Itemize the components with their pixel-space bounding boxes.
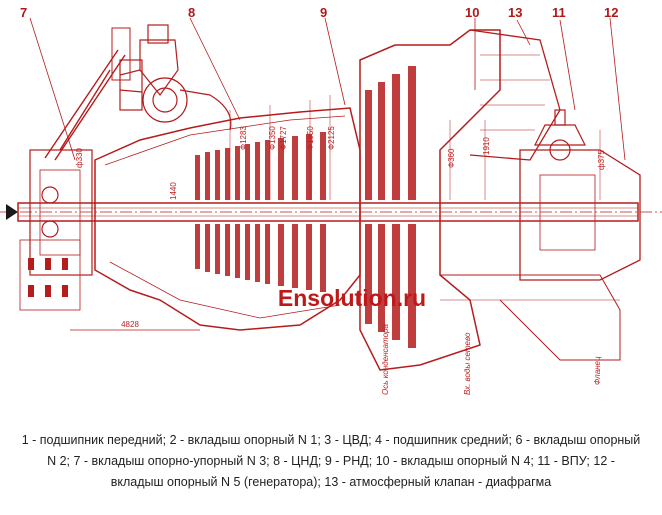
generator-bearing — [519, 149, 641, 281]
lp-cylinder-casing — [359, 29, 501, 371]
hp-valve-block — [119, 24, 232, 131]
label-condenser: Ось конденсатора — [381, 324, 390, 395]
front-arrow-icon — [6, 204, 18, 220]
hp-stages — [195, 132, 326, 292]
dimension-d330: ф330 — [75, 148, 84, 168]
hp-cylinder-casing — [94, 107, 361, 331]
foundation-frame — [440, 274, 621, 361]
dimension-d1910: 1910 — [482, 137, 491, 155]
callout-7: 7 — [20, 5, 27, 20]
callout-8: 8 — [188, 5, 195, 20]
dimension-d375: ф375 — [597, 150, 606, 170]
dimension-d1950: Ф1950 — [306, 126, 315, 150]
turbine-section-drawing: 7 8 9 10 13 11 12 ф330 Ф1283 Ф1350 Ф1727… — [0, 5, 662, 395]
dimension-d1350: Ф1350 — [268, 126, 277, 150]
figure-caption: 1 - подшипник передний; 2 - вкладыш опор… — [21, 433, 641, 489]
leader-lines — [29, 17, 626, 161]
dimension-d360: Ф360 — [447, 148, 456, 168]
dimension-4828: 4828 — [121, 320, 139, 329]
dimension-d1440: 1440 — [169, 182, 178, 200]
callout-12: 12 — [604, 5, 618, 20]
oil-pipe — [44, 49, 126, 161]
rotor-shaft — [17, 202, 639, 222]
dimension-d1283: Ф1283 — [239, 126, 248, 150]
watermark: Ensolution.ru — [278, 285, 426, 311]
callout-13: 13 — [508, 5, 522, 20]
callout-10: 10 — [465, 5, 479, 20]
turning-gear — [534, 124, 586, 146]
callout-9: 9 — [320, 5, 327, 20]
callout-11: 11 — [552, 5, 566, 20]
label-flange: Фланец — [593, 356, 602, 385]
dimension-d2125: Ф2125 — [327, 126, 336, 150]
label-steam-exhaust: Вх. воды сетево — [463, 332, 472, 395]
dimension-d1727: Ф1727 — [279, 126, 288, 150]
lp-stages — [365, 66, 416, 348]
bearing-bolts — [28, 258, 68, 297]
